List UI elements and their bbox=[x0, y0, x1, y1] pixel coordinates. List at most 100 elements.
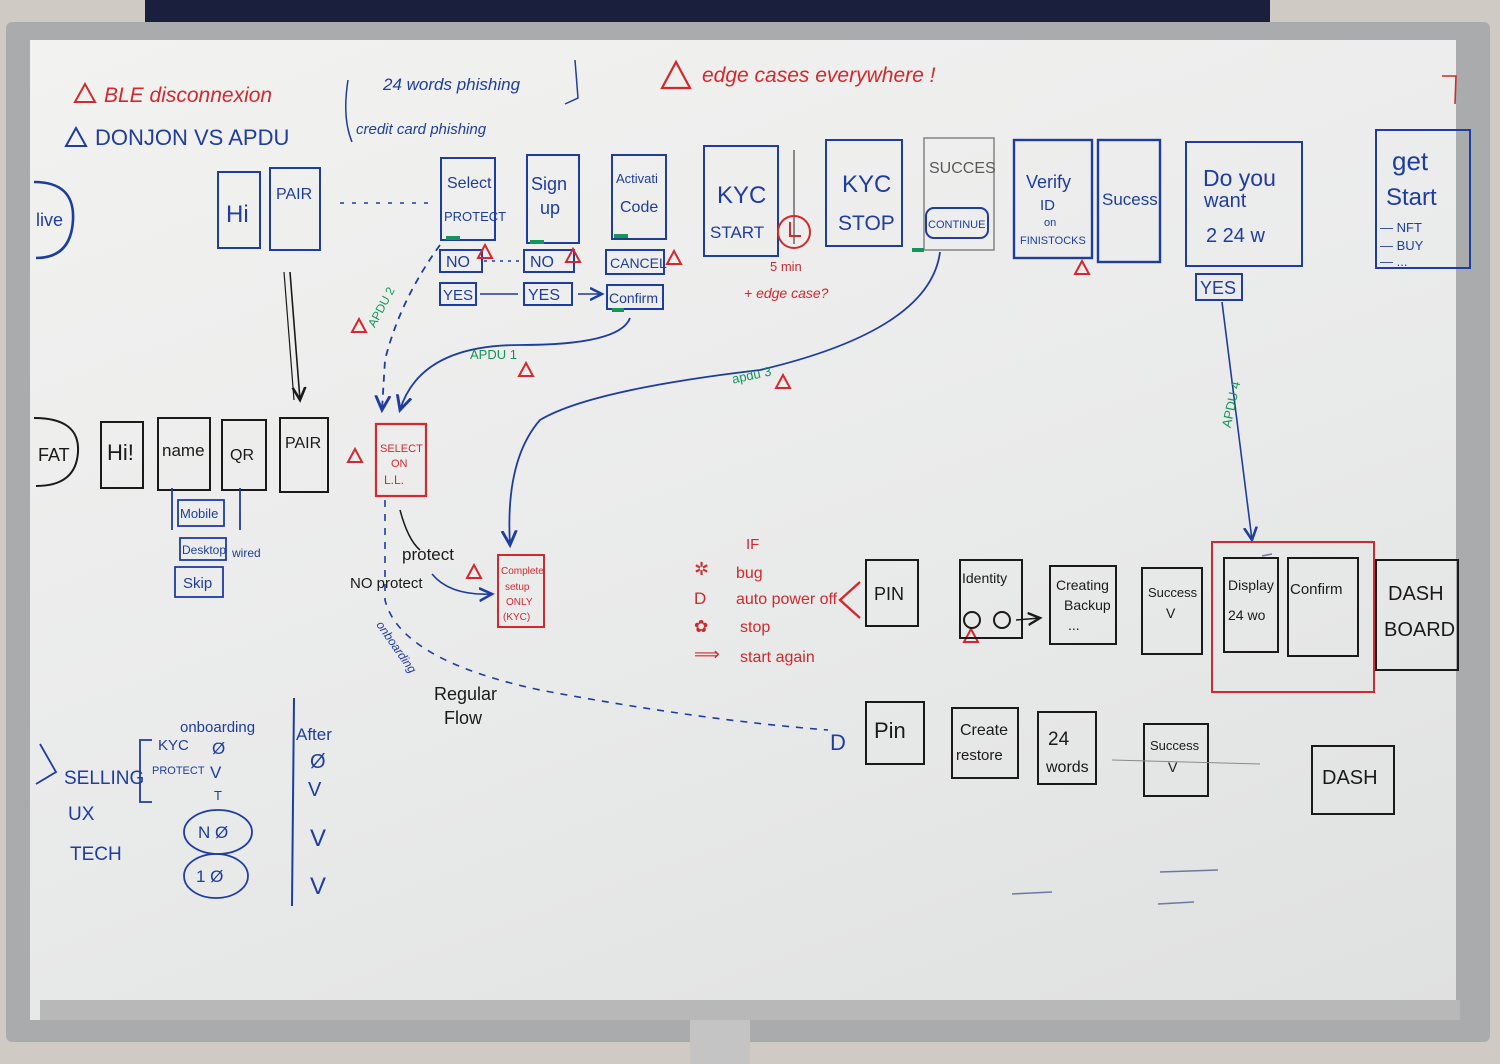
warning-icon bbox=[465, 562, 483, 579]
yes-button-label: YES bbox=[1200, 278, 1236, 298]
screen-success-2-label: Sucess bbox=[1102, 190, 1158, 209]
apdu4-arrow bbox=[1221, 301, 1252, 540]
screen-pair bbox=[269, 167, 321, 251]
protect-success-l1: Success bbox=[1148, 585, 1198, 600]
screen-pin bbox=[865, 559, 919, 627]
warning-icon bbox=[350, 316, 368, 333]
screen-dashboard bbox=[1375, 559, 1459, 671]
option-mobile bbox=[177, 499, 225, 527]
words-l1: 24 bbox=[1048, 729, 1070, 750]
screen-fat-hi bbox=[100, 421, 144, 489]
screen-regular-pin bbox=[865, 701, 925, 765]
yes-chip-1 bbox=[439, 282, 477, 306]
protect-flow: PIN Identity Creating Backup ... Success… bbox=[865, 541, 1459, 693]
section-tech: TECH bbox=[70, 844, 122, 865]
complete-l4: (KYC) bbox=[503, 612, 530, 623]
warning-icon bbox=[660, 59, 692, 90]
screen-creating-backup bbox=[1049, 565, 1117, 645]
screen-regular-dash bbox=[1311, 745, 1395, 815]
warning-icon bbox=[346, 446, 364, 463]
screen-complete-setup bbox=[497, 554, 545, 628]
if-item-start: start again bbox=[740, 649, 815, 666]
verify-l4: FINISTOCKS bbox=[1020, 235, 1086, 247]
table-divider bbox=[291, 697, 295, 907]
screen-fat-hi-label: Hi! bbox=[107, 440, 134, 465]
complete-l3: ONLY bbox=[506, 597, 533, 608]
screen-hi bbox=[217, 171, 261, 249]
if-item-stop: stop bbox=[740, 619, 770, 636]
after-check-ux: V bbox=[310, 825, 326, 852]
power-icon: D bbox=[694, 589, 706, 608]
backup-l3: ... bbox=[1068, 617, 1080, 633]
get-start-more: — ... bbox=[1380, 254, 1407, 269]
protect-label: protect bbox=[402, 545, 454, 564]
no-protect-label: NO protect bbox=[350, 575, 423, 592]
backup-l2: Backup bbox=[1064, 597, 1111, 613]
row-kyc: KYC bbox=[158, 737, 189, 754]
apdu3-label: apdu 3 bbox=[731, 364, 773, 387]
if-item-power: auto power off bbox=[736, 591, 838, 608]
section-selling: SELLING bbox=[64, 768, 144, 789]
if-arrow bbox=[838, 581, 861, 619]
continue-label: CONTINUE bbox=[928, 219, 985, 231]
screen-get-start bbox=[1375, 129, 1471, 269]
screen-fat-pair bbox=[279, 417, 329, 493]
options-bracket bbox=[171, 488, 241, 530]
protect-arrow bbox=[431, 573, 492, 594]
screen-protect-success bbox=[1141, 567, 1203, 655]
accept-icon bbox=[993, 611, 1011, 629]
warning-icon bbox=[1073, 258, 1091, 275]
regular-pin-label: Pin bbox=[874, 718, 906, 743]
col-onboarding: onboarding bbox=[180, 719, 255, 736]
notes: BLE disconnexion DONJON VS APDU 24 words… bbox=[64, 59, 1457, 150]
seed-backup-group bbox=[1211, 541, 1375, 693]
cancel-chip bbox=[605, 249, 665, 275]
protect-success-l2: V bbox=[1166, 605, 1176, 621]
get-start-l1: get bbox=[1392, 146, 1429, 176]
screen-kyc-start-l1: KYC bbox=[717, 182, 766, 209]
screen-name bbox=[157, 417, 211, 491]
double-arrow-icon: ⟹ bbox=[694, 644, 720, 664]
apdu3-arrow bbox=[509, 251, 941, 545]
warning-icon bbox=[665, 248, 683, 265]
apdu1-arrow bbox=[400, 317, 631, 410]
regular-flow: Pin Create restore 24 words Success V DA… bbox=[865, 701, 1395, 815]
protect-line bbox=[399, 509, 421, 551]
kyc-timer: 5 min + edge case? bbox=[744, 215, 829, 301]
screen-select-on-ll bbox=[374, 422, 428, 498]
screen-identity-label: Identity bbox=[962, 570, 1007, 586]
after-check-tech: V bbox=[310, 873, 326, 900]
no-chip-1 bbox=[439, 249, 483, 273]
do-you-l3: 2 24 w bbox=[1206, 225, 1265, 247]
dashboard-l1: DASH bbox=[1388, 583, 1444, 605]
no-chip-1-label: NO bbox=[446, 254, 470, 271]
yes-chip-1-label: YES bbox=[443, 287, 473, 304]
circle-tech-label: 1 Ø bbox=[196, 867, 223, 886]
screen-qr bbox=[221, 419, 267, 491]
regular-dash-label: DASH bbox=[1322, 767, 1378, 789]
screen-fat-pair-label: PAIR bbox=[285, 435, 321, 452]
no-chip-2-label: NO bbox=[530, 254, 554, 271]
fat-bubble bbox=[33, 417, 80, 487]
warning-icon bbox=[564, 246, 582, 263]
bug-icon: ✲ bbox=[694, 559, 709, 579]
screen-kyc-start bbox=[703, 145, 779, 257]
screen-select-protect-l1: Select bbox=[447, 175, 492, 192]
screen-kyc-stop-l1: KYC bbox=[842, 171, 891, 198]
verify-l3: on bbox=[1044, 217, 1056, 229]
screen-identity bbox=[959, 559, 1023, 639]
apdu4-label: APDU 4 bbox=[1219, 380, 1243, 429]
screen-name-label: name bbox=[162, 441, 205, 460]
table-bracket bbox=[139, 739, 152, 803]
option-desktop-label: Desktop bbox=[182, 543, 226, 557]
confirm-label: Confirm bbox=[1290, 581, 1343, 598]
if-block: IF ✲ bug D auto power off ✿ stop ⟹ start… bbox=[694, 536, 861, 666]
selling-arrow bbox=[35, 743, 58, 785]
bracket bbox=[345, 59, 579, 143]
screen-select-protect bbox=[440, 157, 496, 241]
regular-flow-l2: Flow bbox=[444, 708, 483, 728]
red-warnings bbox=[346, 242, 1091, 643]
option-skip bbox=[174, 566, 224, 598]
live-flow: Hi PAIR Select PROTECT Sign up Activati … bbox=[217, 129, 1471, 310]
row-protect-onb: V bbox=[210, 763, 222, 782]
